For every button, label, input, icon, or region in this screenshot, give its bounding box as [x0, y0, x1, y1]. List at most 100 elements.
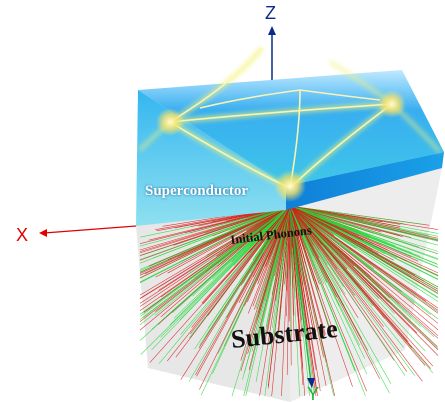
- phonon-ray: [265, 205, 291, 267]
- phonon-ray: [289, 205, 357, 249]
- z-axis: [268, 26, 276, 82]
- phonon-ray: [289, 205, 400, 227]
- phonon-ray: [180, 205, 291, 335]
- phonon-ray: [289, 205, 359, 237]
- phonon-ray: [289, 205, 339, 263]
- phonon-ray: [289, 205, 425, 286]
- phonon-ray: [289, 205, 340, 306]
- z-axis-label: Z: [265, 3, 276, 23]
- phonon-ray: [289, 205, 321, 392]
- phonon-ray: [198, 205, 291, 349]
- phonon-ray: [188, 205, 291, 382]
- phonon-ray: [289, 205, 304, 386]
- phonon-ray: [233, 205, 291, 266]
- phonon-ray: [289, 205, 408, 372]
- phonon-ray: [286, 205, 291, 291]
- phonon-ray: [248, 205, 291, 253]
- phonon-ray: [289, 205, 364, 241]
- phonon-ray: [139, 205, 291, 264]
- phonon-ray: [289, 205, 355, 296]
- phonon-ray: [289, 205, 331, 333]
- phonon-ray: [139, 205, 291, 311]
- superconductor-layer: [136, 46, 444, 226]
- phonon-ray: [278, 205, 291, 334]
- phonon-ray: [289, 205, 382, 233]
- phonon-ray: [240, 205, 291, 371]
- phonon-ray: [216, 205, 291, 265]
- phonon-ray: [289, 205, 439, 339]
- phonon-ray: [289, 205, 439, 349]
- phonon-ray: [259, 205, 291, 397]
- phonon-rays: [139, 205, 439, 397]
- phonon-ray: [158, 205, 291, 364]
- phonon-ray: [273, 205, 291, 339]
- phonon-ray: [289, 205, 423, 225]
- phonon-ray: [289, 205, 419, 248]
- phonon-ray: [190, 205, 291, 335]
- phonon-ray: [272, 205, 291, 329]
- x-axis: [39, 225, 137, 237]
- phonon-ray: [289, 205, 439, 240]
- phonon-ray: [289, 205, 394, 261]
- phonon-ray: [289, 205, 302, 257]
- phonon-ray: [200, 205, 291, 396]
- phonon-ray: [289, 205, 380, 380]
- superconductor-label: Superconductor: [145, 183, 248, 199]
- phonon-ray: [289, 205, 439, 274]
- phonon-ray: [289, 205, 439, 298]
- phonon-ray: [243, 205, 291, 397]
- phonon-ray: [160, 205, 291, 318]
- phonon-ray: [289, 205, 416, 276]
- phonon-ray: [289, 205, 439, 265]
- phonon-ray: [175, 205, 291, 358]
- phonon-ray: [289, 205, 359, 319]
- superconductor-label-shadow: Superconductor: [145, 183, 248, 199]
- phonon-ray: [289, 205, 439, 246]
- phonon-ray: [199, 205, 291, 390]
- phonon-ray: [242, 205, 291, 380]
- phonon-ray: [167, 205, 291, 274]
- phonon-ray: [289, 205, 418, 334]
- phonon-ray: [289, 205, 405, 348]
- phonon-ray: [289, 205, 320, 250]
- phonon-ray: [155, 205, 291, 278]
- phonon-ray: [289, 205, 302, 247]
- phonon-ray: [289, 205, 401, 225]
- phonon-ray: [289, 205, 439, 336]
- phonon-ray: [139, 205, 291, 274]
- phonon-ray: [139, 205, 291, 256]
- phonon-ray: [139, 205, 291, 284]
- phonon-ray: [169, 205, 291, 326]
- phonon-ray: [250, 205, 291, 274]
- phonon-ray: [289, 205, 356, 371]
- phonon-ray: [289, 205, 317, 397]
- phonon-ray: [289, 205, 338, 269]
- phonon-ray: [289, 205, 439, 309]
- phonon-ray: [170, 205, 291, 293]
- phonon-ray: [267, 205, 291, 333]
- phonon-ray: [289, 205, 395, 314]
- phonon-ray: [256, 205, 291, 282]
- phonon-ray: [139, 205, 291, 260]
- phonon-ray: [139, 205, 291, 247]
- phonon-ray: [289, 205, 439, 259]
- phonon-ray: [286, 205, 291, 375]
- phonon-ray: [252, 205, 291, 278]
- phonon-ray: [139, 205, 291, 244]
- phonon-ray: [289, 205, 439, 324]
- phonon-ray: [206, 205, 291, 256]
- y-axis: [289, 209, 315, 388]
- phonon-ray: [240, 205, 291, 361]
- phonon-ray: [289, 205, 384, 327]
- phonon-ray: [139, 205, 291, 279]
- phonon-ray: [216, 205, 291, 257]
- y-axis-label: Y: [307, 384, 319, 402]
- phonon-ray: [289, 205, 439, 314]
- phonon-ray: [289, 205, 426, 352]
- phonon-ray: [201, 205, 291, 304]
- phonon-ray: [151, 205, 291, 330]
- phonon-ray: [206, 205, 291, 242]
- phonon-ray: [289, 205, 368, 375]
- x-axis-label: X: [16, 225, 28, 245]
